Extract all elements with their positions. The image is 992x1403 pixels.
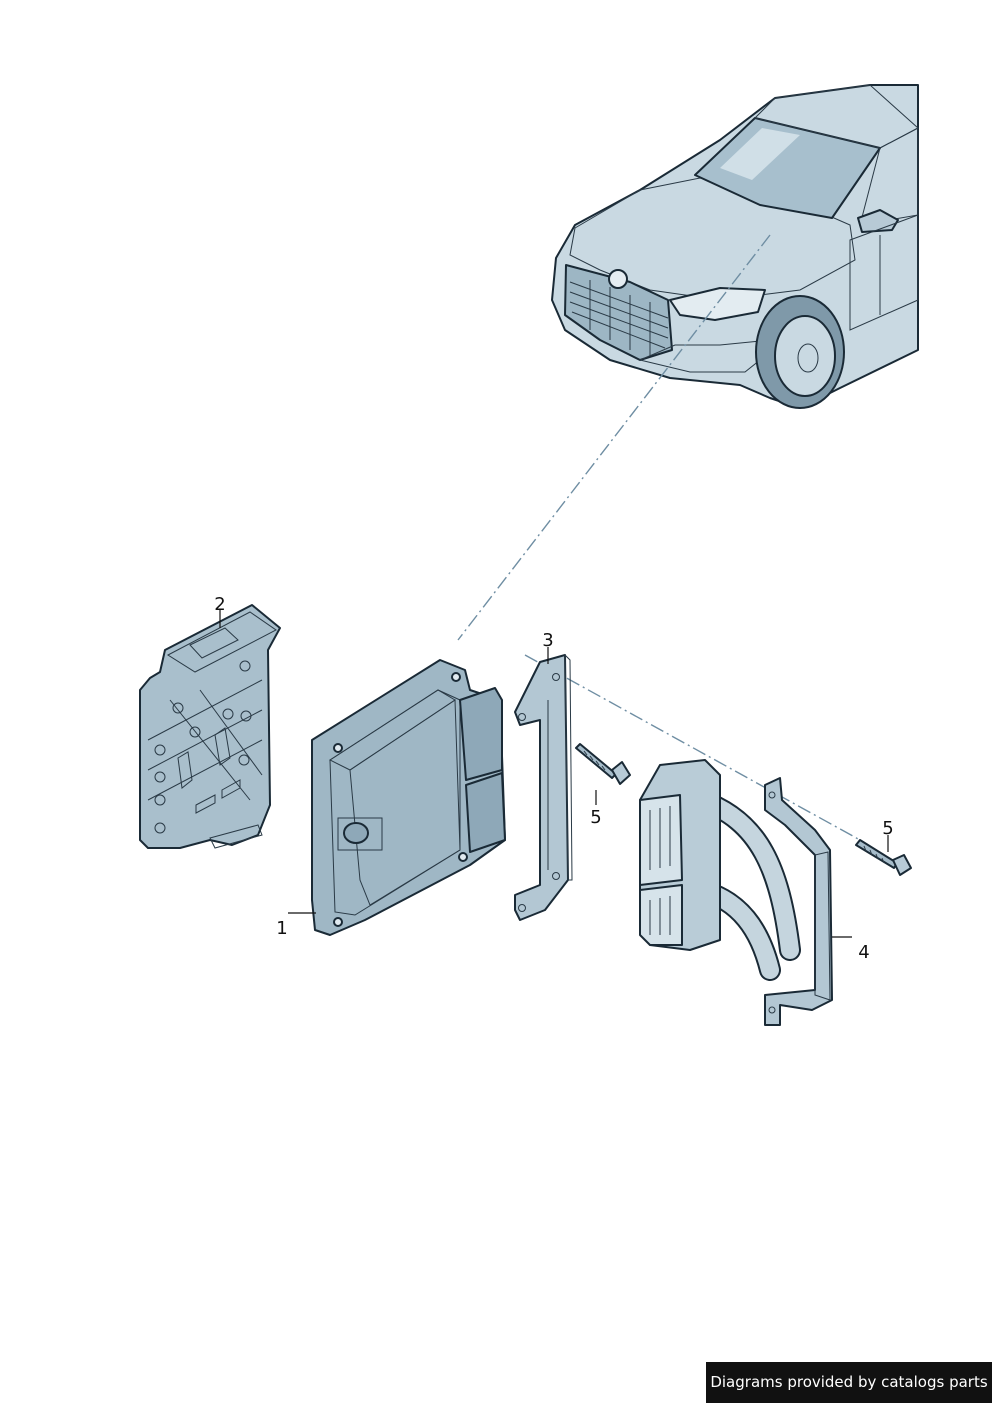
- part-5-screw-a: [575, 743, 631, 785]
- callout-4: 4: [858, 942, 869, 963]
- part-4-bracket: [764, 777, 833, 1026]
- part-2-mounting-bracket: [139, 604, 281, 849]
- part-1-control-unit: [311, 659, 506, 936]
- part-5-screw-b: [855, 839, 912, 876]
- assembly-line: [524, 654, 861, 841]
- callout-5b: 5: [882, 818, 893, 839]
- callout-2: 2: [214, 594, 225, 615]
- credit-banner: Diagrams provided by catalogs parts: [706, 1362, 992, 1403]
- car-illustration: [551, 84, 919, 409]
- wiring-connectors: [639, 759, 801, 981]
- location-line: [457, 234, 771, 641]
- callout-1: 1: [276, 918, 287, 939]
- callout-3: 3: [542, 630, 553, 651]
- part-3-bracket-strip: [514, 653, 573, 921]
- callout-5a: 5: [590, 807, 601, 828]
